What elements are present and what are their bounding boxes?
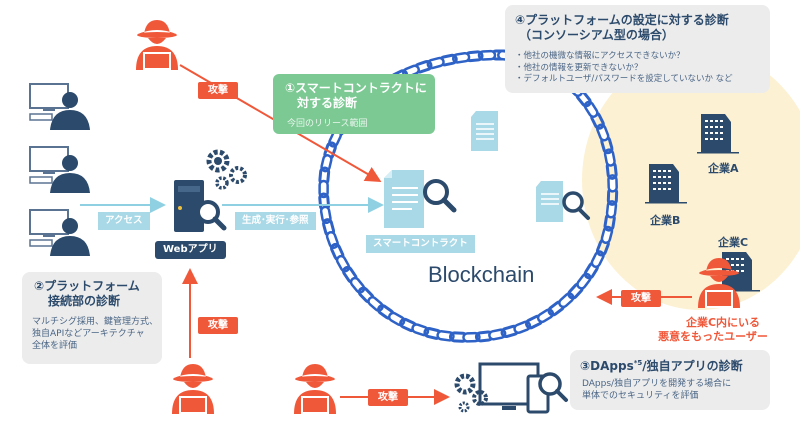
box1-title: ①スマートコントラクトに 対する診断	[285, 81, 427, 110]
hacker-icon	[172, 364, 214, 414]
hacker-icon	[136, 20, 178, 70]
insider-hacker-icon	[698, 258, 740, 308]
access-label: アクセス	[98, 212, 150, 230]
hacker-icon	[294, 364, 336, 414]
box4-item: ・デフォルトユーザ/パスワードを設定していないか など	[515, 74, 733, 84]
smart-contract-label: スマートコントラクト	[366, 235, 475, 253]
consortium-area	[582, 50, 800, 310]
attack-tag: 攻撃	[198, 317, 238, 334]
box4-item: ・他社の情報を更新できないか？	[515, 62, 643, 73]
platform-settings-assessment-box: ④プラットフォームの設定に対する診断 （コンソーシアム型の場合） ・他社の機微な…	[505, 5, 770, 93]
gears-icon	[206, 149, 247, 190]
release-scope-note: 今回のリリース範囲	[287, 119, 368, 129]
building-icon	[697, 114, 739, 154]
smart-contract-document-icon	[384, 170, 457, 228]
user-computer-icon	[29, 209, 90, 256]
company-a-label: 企業A	[708, 162, 739, 175]
company-b-label: 企業B	[650, 214, 681, 227]
platform-connection-assessment-box: ②プラットフォーム 接続部の診断 マルチシグ採用、鍵管理方式、 独自APIなどア…	[22, 272, 162, 364]
smart-contract-assessment-box: ①スマートコントラクトに 対する診断 今回のリリース範囲	[273, 74, 435, 134]
box4-items: ・他社の機微な情報にアクセスできないか？ ・他社の情報を更新できないか？ ・デフ…	[515, 51, 733, 86]
dapps-devices-icon	[454, 362, 568, 414]
box4-title: ④プラットフォームの設定に対する診断 （コンソーシアム型の場合）	[515, 13, 729, 42]
building-icon	[645, 164, 687, 204]
blockchain-label: Blockchain	[428, 262, 535, 287]
box3-title: ③DApps*5/独自アプリの診断	[580, 359, 743, 373]
attack-tag: 攻撃	[368, 389, 408, 406]
box3-body: DApps/独自アプリを開発する場合に 単体でのセキュリティを評価	[582, 379, 732, 401]
company-c-label: 企業C	[718, 236, 749, 249]
document-search-icon	[536, 181, 590, 222]
user-computer-icon	[29, 83, 90, 130]
document-icon	[471, 111, 498, 151]
attack-tag: 攻撃	[621, 290, 661, 307]
box2-body: マルチシグ採用、鍵管理方式、 独自APIなどアーキテクチャ 全体を評価	[32, 317, 159, 351]
server-search-icon	[174, 180, 227, 232]
box2-title: ②プラットフォーム 接続部の診断	[34, 279, 140, 308]
box4-item: ・他社の機微な情報にアクセスできないか？	[515, 51, 685, 61]
attack-tag: 攻撃	[198, 82, 238, 99]
user-computer-icon	[29, 146, 90, 193]
generate-label: 生成･実行･参照	[235, 212, 316, 230]
dapps-assessment-box: ③DApps*5/独自アプリの診断 DApps/独自アプリを開発する場合に 単体…	[570, 350, 770, 410]
malicious-insider-label: 企業C内にいる 悪意をもったユーザー	[658, 316, 768, 343]
webapp-label: Webアプリ	[155, 241, 226, 259]
